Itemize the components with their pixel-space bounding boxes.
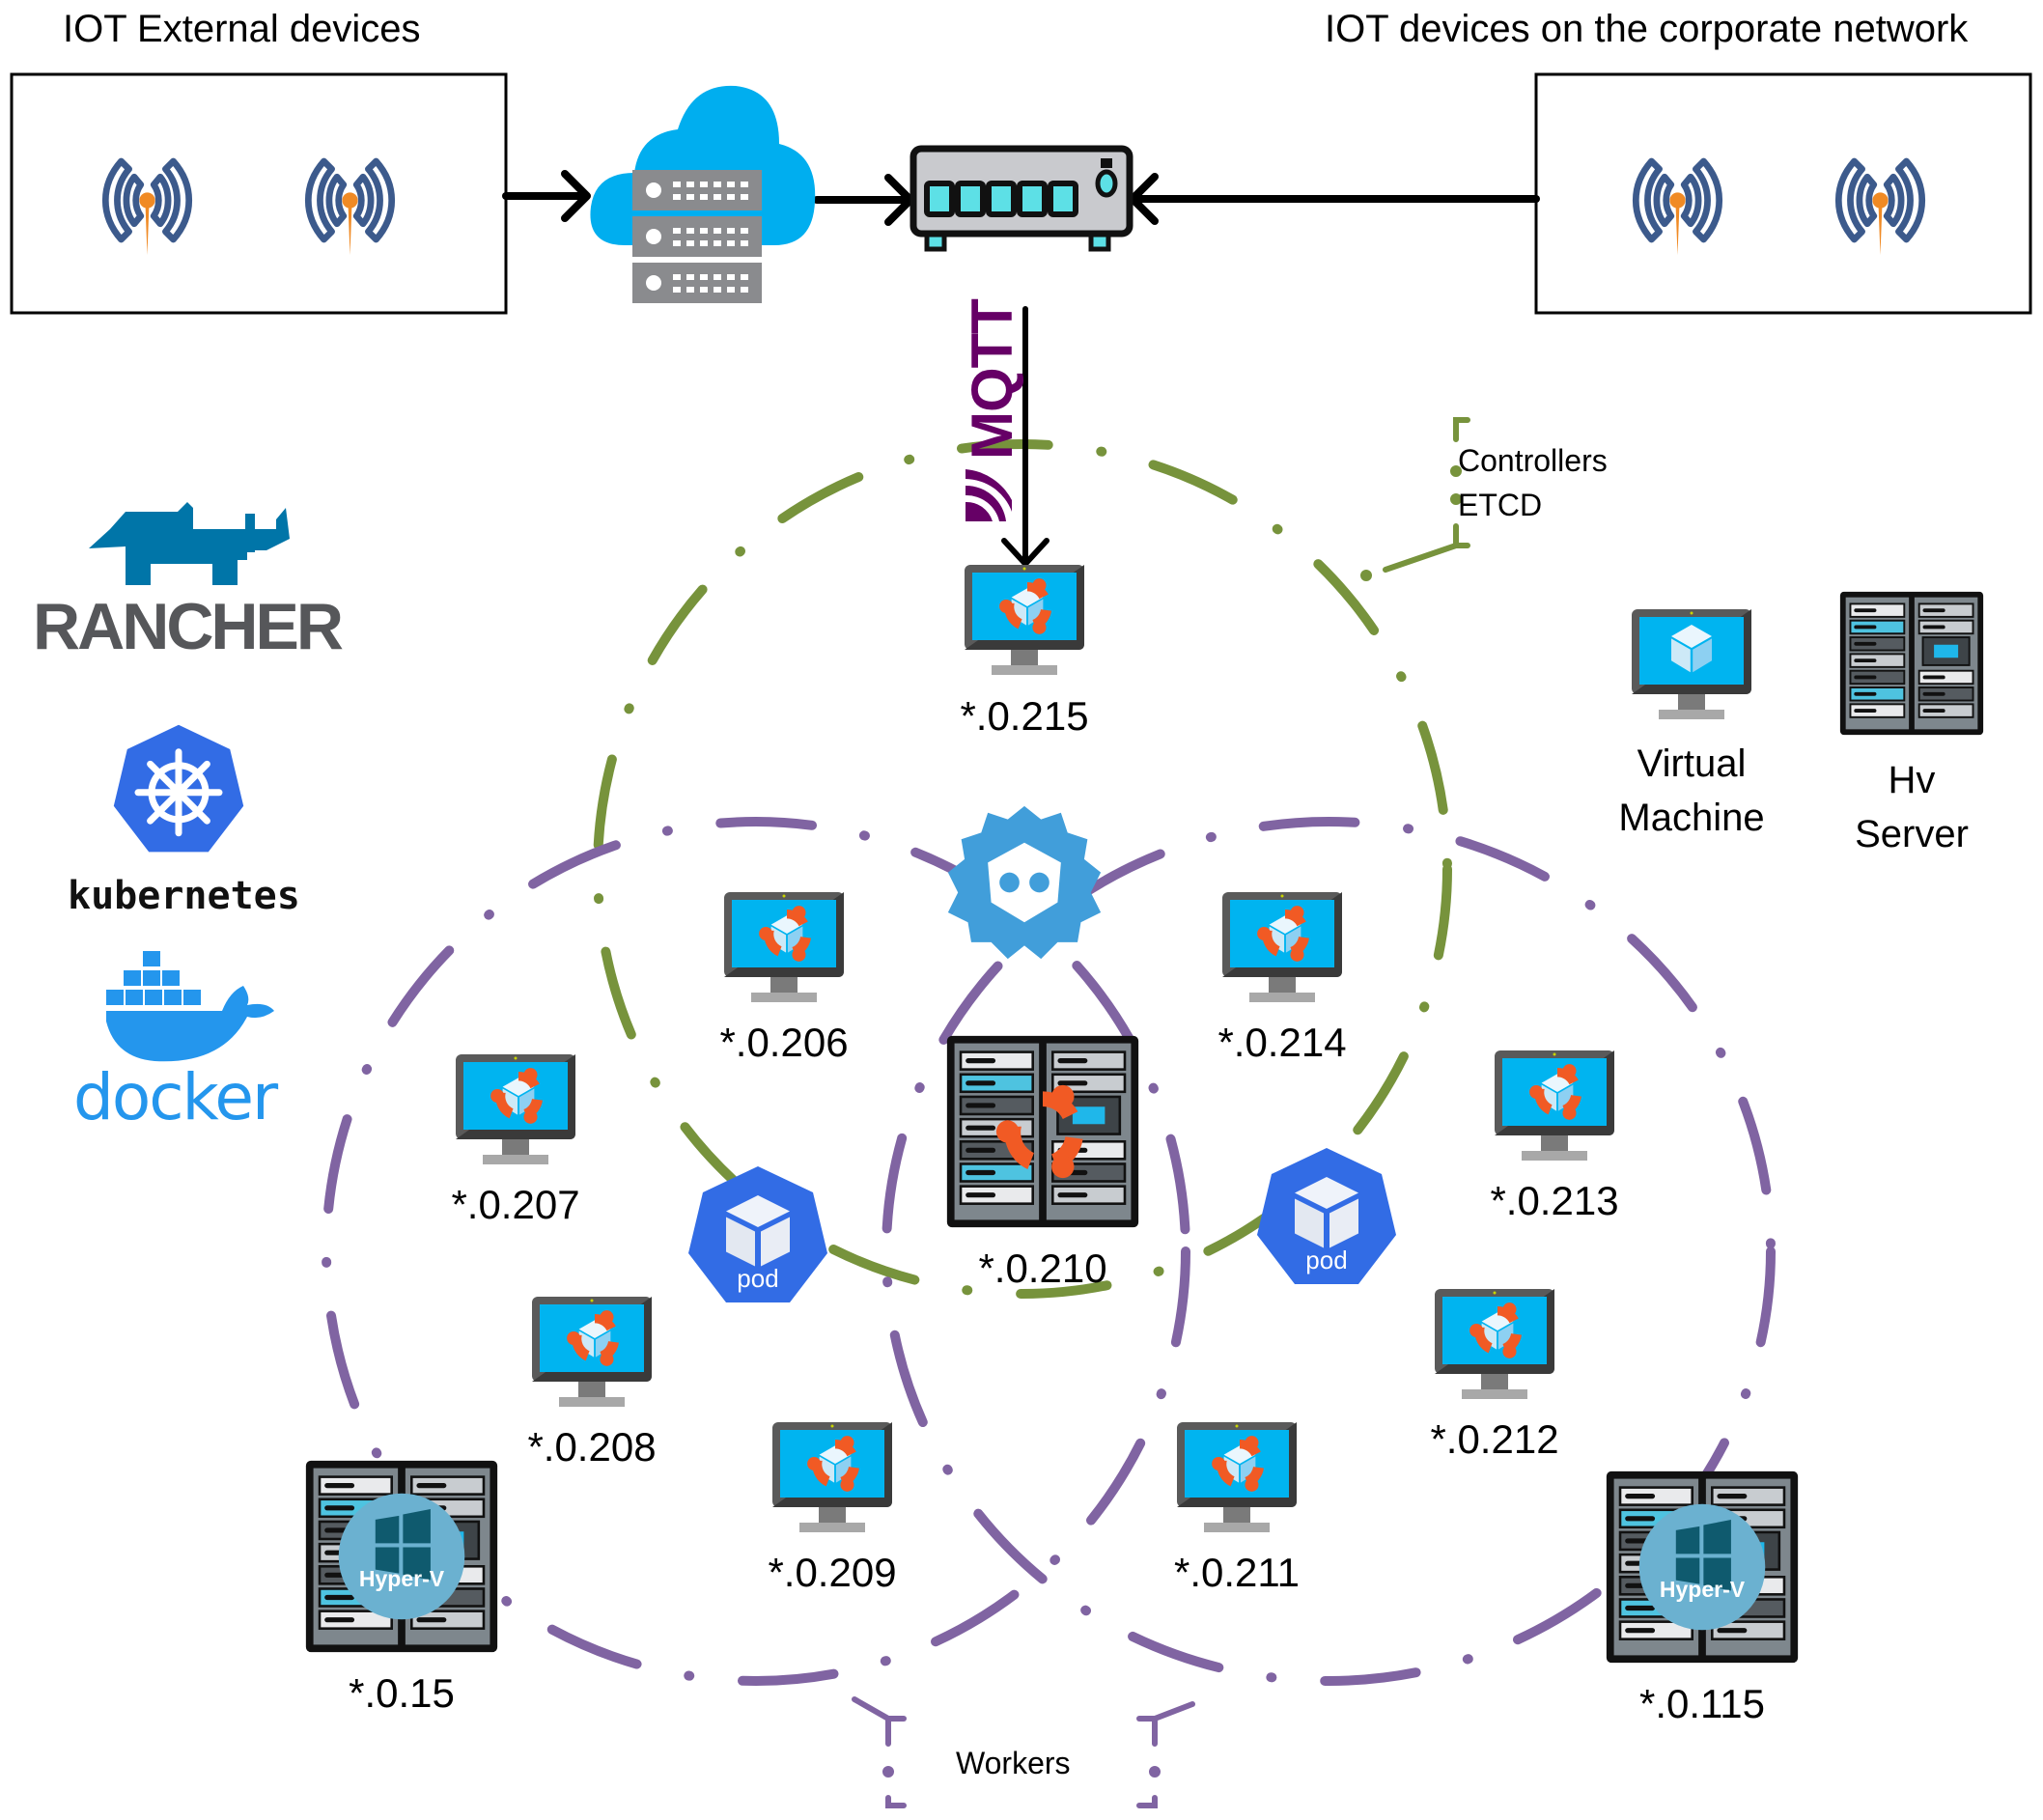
antenna-icon (285, 135, 415, 266)
node-115-ip: *.0.115 (1639, 1681, 1765, 1726)
antenna-icon (1612, 135, 1743, 266)
ubuntu-vm-icon (1220, 890, 1344, 1006)
node-115[interactable]: Hyper-V (1603, 1468, 1802, 1666)
ubuntu-vm-icon (530, 1295, 654, 1411)
arrow-cloud-to-switch (813, 174, 914, 226)
corporate-devices-title: IOT devices on the corporate network (1325, 8, 1969, 50)
corporate-devices-box (1534, 72, 2032, 315)
node-207[interactable] (454, 1052, 577, 1168)
ubuntu-vm-icon (1493, 1049, 1616, 1164)
etcd-label: ETCD (1458, 488, 1543, 522)
node-206-ip: *.0.206 (719, 1020, 849, 1065)
node-207-ip: *.0.207 (451, 1182, 580, 1227)
node-208[interactable] (530, 1295, 654, 1411)
legend-vm-icon (1630, 607, 1753, 723)
external-devices-box (10, 72, 508, 315)
network-switch-icon (910, 145, 1133, 252)
kubernetes-logo (106, 722, 251, 857)
node-211-ip: *.0.211 (1174, 1550, 1300, 1595)
cloud-server-icon (590, 85, 816, 303)
node-213[interactable] (1493, 1049, 1616, 1164)
node-212[interactable] (1433, 1287, 1556, 1403)
ubuntu-vm-icon (1175, 1420, 1299, 1536)
node-210-ip: *.0.210 (978, 1246, 1107, 1291)
virtual-machine-icon (1630, 607, 1753, 723)
node-214[interactable] (1220, 890, 1344, 1006)
node-212-ip: *.0.212 (1430, 1416, 1559, 1462)
docker-whale-icon (104, 951, 274, 1062)
antenna-icon (1815, 135, 1945, 266)
hyper-v-server-icon (304, 1459, 499, 1654)
hyper-v-server-icon (1605, 1470, 1800, 1665)
legend-vm-line1: Virtual (1637, 742, 1747, 785)
ubuntu-vm-icon (454, 1052, 577, 1168)
node-15-ip: *.0.15 (349, 1670, 455, 1716)
workers-group-boundary-left (322, 817, 1190, 1686)
node-215-ip: *.0.215 (960, 693, 1089, 739)
rancher-wordmark: RANCHER (33, 590, 344, 663)
legend-server-line2: Server (1855, 813, 1969, 855)
node-214-ip: *.0.214 (1217, 1020, 1347, 1065)
controllers-label: Controllers (1458, 443, 1608, 478)
ubuntu-vm-icon (963, 563, 1086, 679)
node-209-ip: *.0.209 (768, 1550, 897, 1595)
node-211[interactable] (1175, 1420, 1299, 1536)
mqtt-label: MQTT (960, 299, 1024, 460)
ubuntu-vm-icon (770, 1420, 894, 1536)
server-rack-icon (1838, 590, 1985, 737)
ubuntu-vm-icon (722, 890, 846, 1006)
arrow-switch-to-controller (1001, 306, 1049, 567)
node-209[interactable] (770, 1420, 894, 1536)
docker-logo (104, 951, 299, 1067)
legend-vm-line2: Machine (1618, 797, 1765, 839)
external-devices-title: IOT External devices (63, 8, 421, 50)
mqtt-waves-icon (966, 469, 1012, 521)
node-213-ip: *.0.213 (1490, 1178, 1619, 1223)
pod-right[interactable]: pod (1254, 1145, 1399, 1290)
workers-bracket (852, 1696, 1195, 1808)
etcd-icon (947, 805, 1102, 960)
kubernetes-helm-icon (113, 724, 244, 853)
controllers-bracket (1360, 417, 1470, 581)
workers-group-boundary-right (882, 817, 1776, 1686)
pod-left[interactable]: pod (686, 1163, 830, 1308)
legend-server-line1: Hv (1888, 759, 1936, 801)
arrow-corporate-to-switch (1129, 173, 1540, 225)
arrow-external-to-cloud (502, 170, 591, 222)
docker-wordmark: docker (73, 1060, 278, 1134)
kubernetes-wordmark: kubernetes (68, 874, 300, 918)
node-15[interactable]: Hyper-V (302, 1457, 501, 1656)
rancher-logo: RANCHER (33, 500, 344, 664)
node-210[interactable] (943, 1032, 1142, 1231)
node-208-ip: *.0.208 (527, 1424, 657, 1470)
antenna-icon (82, 135, 212, 266)
node-206[interactable] (722, 890, 846, 1006)
ubuntu-vm-icon (1433, 1287, 1556, 1403)
pod-label: pod (737, 1264, 779, 1293)
hyper-v-badge: Hyper-V (1659, 1577, 1746, 1602)
workers-label: Workers (956, 1746, 1071, 1780)
rancher-bull-icon (89, 502, 290, 585)
node-215[interactable] (963, 563, 1086, 679)
mqtt-logo: MQTT (960, 297, 1024, 521)
legend-server-icon (1837, 589, 1986, 738)
ubuntu-server-icon (945, 1034, 1140, 1229)
pod-label: pod (1305, 1246, 1348, 1274)
hyper-v-badge: Hyper-V (358, 1566, 445, 1591)
